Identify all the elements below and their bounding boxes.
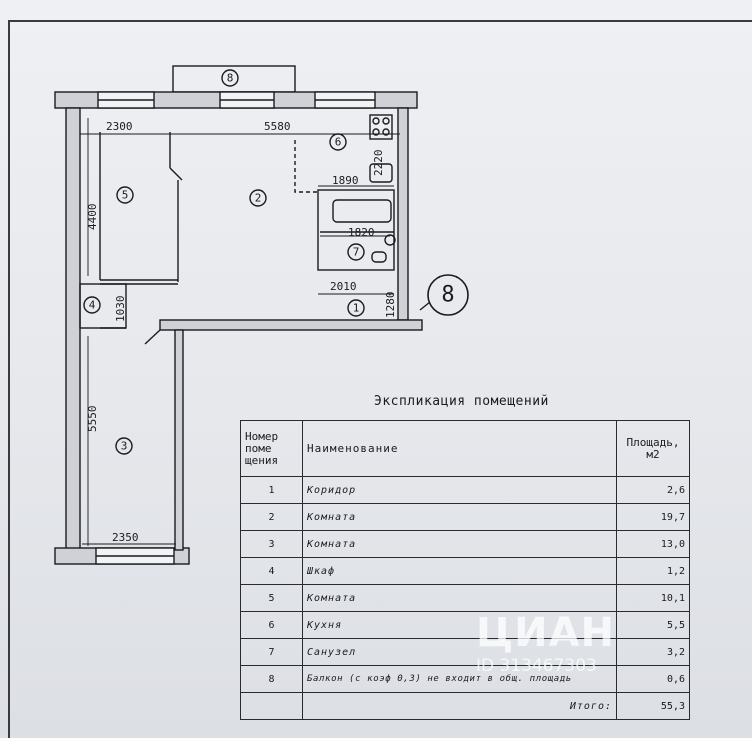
table-row: 3 Комната 13,0 (240, 530, 690, 558)
table-row: 5 Комната 10,1 (240, 584, 690, 612)
cian-watermark: ЦИАН ID 313467303 (476, 610, 616, 676)
total-label: Итого: (302, 692, 617, 720)
header-area: Площадь, м2 (616, 420, 690, 477)
dim-2010: 2010 (330, 280, 357, 293)
dim-4400: 4400 (86, 204, 99, 231)
room-number-4: 4 (89, 299, 96, 312)
dim-1890: 1890 (332, 174, 359, 187)
explication-table: Номер поме щения Наименование Площадь, м… (240, 420, 690, 720)
header-number-line2: поме (245, 441, 272, 455)
row-name: Комната (302, 503, 617, 531)
room-number-5: 5 (122, 189, 129, 202)
floor-marker-label: 8 (441, 283, 454, 308)
total-area: 55,3 (616, 692, 690, 720)
dim-2350: 2350 (112, 531, 139, 544)
table-row: 6 Кухня 5,5 (240, 611, 690, 639)
dim-5550: 5550 (86, 406, 99, 433)
row-number: 4 (240, 557, 303, 585)
right-wall (397, 107, 409, 321)
watermark-logo: ЦИАН (476, 610, 616, 656)
row-area: 13,0 (616, 530, 690, 558)
row-name: Комната (302, 584, 617, 612)
row-number: 7 (240, 638, 303, 666)
bathroom-outline (317, 189, 395, 271)
sheet-frame-left (8, 20, 10, 738)
room3-right-wall (174, 329, 184, 551)
row-area: 2,6 (616, 476, 690, 504)
room-number-1: 1 (353, 302, 360, 315)
row-area: 10,1 (616, 584, 690, 612)
table-row-total: Итого: 55,3 (240, 692, 690, 720)
table-row: 2 Комната 19,7 (240, 503, 690, 531)
row-name: Коридор (302, 476, 617, 504)
balcony-outline (172, 65, 296, 93)
row-number: 8 (240, 665, 303, 693)
header-area-line1: Площадь, (626, 435, 680, 449)
row-number: 5 (240, 584, 303, 612)
row-name: Балкон (с коэф 0,3) не входит в общ. пло… (302, 665, 617, 693)
watermark-id: ID 313467303 (476, 656, 597, 676)
dim-2220: 2220 (372, 150, 385, 177)
dim-2300: 2300 (106, 120, 133, 133)
table-row: 8 Балкон (с коэф 0,3) не входит в общ. п… (240, 665, 690, 693)
room-number-6: 6 (335, 136, 342, 149)
row-area: 0,6 (616, 665, 690, 693)
floor-marker-circle (427, 274, 469, 316)
corridor-wall (159, 319, 423, 331)
kitchen-sink (369, 163, 393, 183)
header-name: Наименование (302, 420, 617, 477)
bathtub (332, 199, 392, 223)
room-number-7: 7 (353, 246, 360, 259)
header-number: Номер поме щения (240, 420, 303, 477)
sink (384, 234, 396, 246)
header-number-line3: щения (245, 453, 279, 467)
toilet (371, 251, 387, 263)
left-wall (65, 107, 81, 557)
row-name: Комната (302, 530, 617, 558)
explication-title: Экспликация помещений (374, 394, 549, 409)
room-number-8: 8 (227, 72, 234, 85)
dim-1820: 1820 (348, 226, 375, 239)
dim-1030: 1030 (114, 296, 127, 323)
sheet-frame-top (8, 20, 752, 22)
row-area: 5,5 (616, 611, 690, 639)
header-number-line1: Номер (245, 429, 279, 443)
table-row: 1 Коридор 2,6 (240, 476, 690, 504)
room-number-3: 3 (121, 440, 128, 453)
row-number: 3 (240, 530, 303, 558)
table-row: 4 Шкаф 1,2 (240, 557, 690, 585)
row-number: 1 (240, 476, 303, 504)
explication-body: 1 Коридор 2,6 2 Комната 19,7 3 Комната 1… (240, 476, 690, 720)
room-number-2: 2 (255, 192, 262, 205)
row-area: 19,7 (616, 503, 690, 531)
header-area-line2: м2 (646, 447, 660, 461)
stove (369, 114, 393, 140)
row-area: 3,2 (616, 638, 690, 666)
dim-5580: 5580 (264, 120, 291, 133)
row-number: 6 (240, 611, 303, 639)
row-name: Кухня (302, 611, 617, 639)
total-number-cell (240, 692, 303, 720)
row-name: Шкаф (302, 557, 617, 585)
dim-1280: 1280 (384, 292, 397, 319)
row-area: 1,2 (616, 557, 690, 585)
row-number: 2 (240, 503, 303, 531)
table-row: 7 Санузел 3,2 (240, 638, 690, 666)
